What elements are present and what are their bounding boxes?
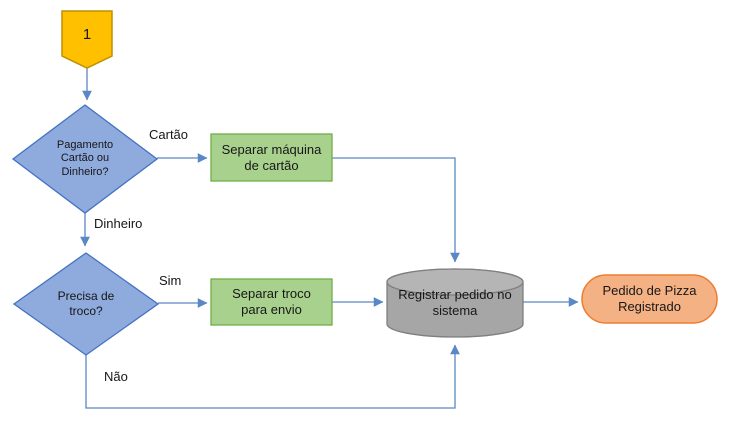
card-process-shape[interactable] bbox=[210, 133, 333, 182]
start-offpage-connector-shape[interactable] bbox=[61, 10, 113, 69]
edge-card-process-to-database bbox=[332, 157, 460, 263]
payment-decision-shape[interactable] bbox=[11, 104, 159, 214]
change-process-shape[interactable] bbox=[210, 278, 333, 326]
edge-change-decision-no-to-database bbox=[85, 344, 460, 409]
register-database-top bbox=[386, 268, 524, 296]
edge-label-dinheiro: Dinheiro bbox=[94, 216, 143, 231]
edge-label-sim: Sim bbox=[159, 273, 182, 288]
change-decision-shape[interactable] bbox=[12, 252, 160, 356]
edge-label-nao: Não bbox=[104, 369, 128, 384]
registered-terminator-shape[interactable] bbox=[581, 274, 718, 324]
edge-label-cartao: Cartão bbox=[149, 127, 189, 142]
